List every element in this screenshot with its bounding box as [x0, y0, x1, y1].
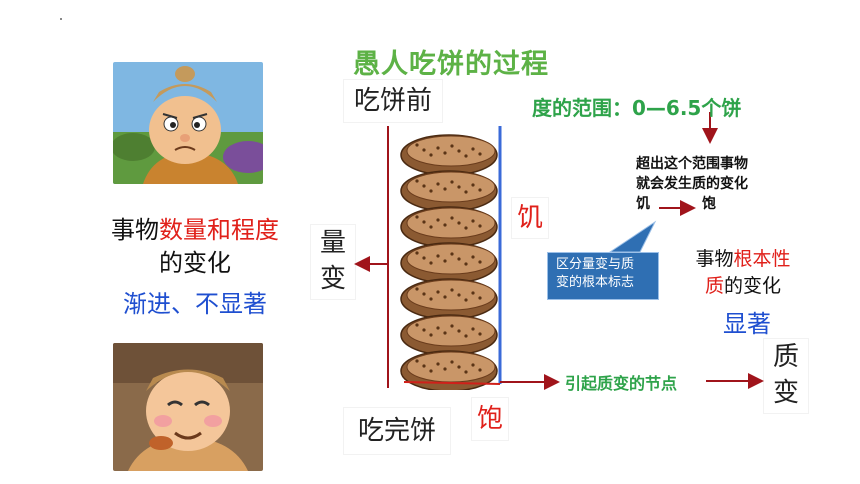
right-desc-pre: 事物	[695, 248, 734, 270]
quality-change-char-1: 质	[772, 342, 799, 372]
cake	[400, 278, 498, 320]
quantity-change-char-2: 变	[319, 264, 346, 294]
cake	[400, 314, 498, 356]
right-desc-highlight-2: 质	[704, 275, 724, 297]
corner-dot	[60, 18, 62, 20]
cake	[400, 242, 498, 284]
cake-stack	[400, 134, 498, 390]
right-desc-highlight-1: 根本性	[733, 248, 791, 270]
left-desc-pre: 事物	[111, 216, 159, 244]
happy-man-picture	[113, 343, 263, 471]
right-desc-line-2: 质的变化	[683, 273, 803, 300]
left-desc-highlight: 数量和程度	[159, 216, 279, 244]
right-desc-post: 的变化	[724, 275, 782, 297]
right-desc-line-3: 显著	[723, 310, 771, 338]
before-eating-label: 吃饼前	[344, 80, 442, 122]
full-label: 饱	[472, 398, 508, 440]
callout-pointer	[608, 220, 657, 253]
cake	[400, 206, 498, 248]
left-description: 事物数量和程度 的变化 渐进、不显著	[90, 214, 300, 321]
left-desc-line-3: 渐进、不显著	[123, 290, 267, 318]
quality-change-label: 质 变	[764, 339, 808, 413]
callout-box: 区分量变与质 变的根本标志	[547, 252, 659, 300]
quality-change-char-2: 变	[772, 378, 799, 408]
worried-man-picture	[113, 62, 263, 184]
beyond-from: 饥	[636, 196, 650, 212]
beyond-range-text: 超出这个范围事物 就会发生质的变化 饥 饱	[636, 154, 748, 214]
after-eating-label: 吃完饼	[344, 408, 450, 454]
beyond-to: 饱	[702, 196, 716, 212]
quantity-change-char-1: 量	[319, 228, 346, 258]
right-desc-line-1: 事物根本性	[683, 246, 803, 273]
left-desc-line-2: 的变化	[159, 249, 231, 277]
quantity-change-label: 量 变	[311, 225, 355, 299]
beyond-line-1: 超出这个范围事物	[636, 156, 748, 172]
diagram-title: 愚人吃饼的过程	[353, 49, 549, 80]
cake	[400, 350, 498, 390]
right-description: 事物根本性 质的变化	[683, 246, 803, 300]
hungry-label: 饥	[512, 198, 548, 238]
full-line	[403, 381, 501, 385]
callout-line-1: 区分量变与质	[556, 257, 635, 272]
left-desc-line-1: 事物数量和程度	[90, 214, 300, 247]
beyond-line-3: 饥 饱	[636, 194, 748, 214]
node-text: 引起质变的节点	[565, 374, 678, 393]
cake	[400, 170, 498, 212]
cake	[400, 134, 498, 176]
beyond-line-2: 就会发生质的变化	[636, 176, 748, 192]
callout-line-2: 变的根本标志	[556, 275, 635, 290]
range-text: 度的范围：0—6.5个饼	[532, 96, 742, 120]
